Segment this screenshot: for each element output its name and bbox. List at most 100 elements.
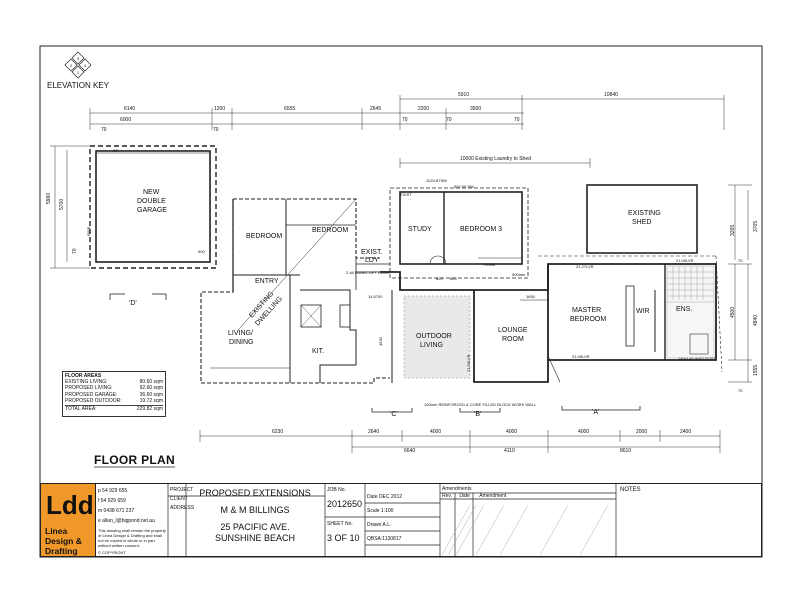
dim-4500: 4500	[730, 307, 736, 318]
living-dining-label-1: LIVING/	[228, 330, 253, 337]
elev-marker-a: 'A'	[592, 409, 599, 416]
master-bedroom-label-2: BEDROOM	[570, 316, 606, 323]
dim-4000-a: 4000	[430, 429, 441, 435]
dim-4000-b: 4000	[506, 429, 517, 435]
dim-4000-c: 4000	[578, 429, 589, 435]
dim-laundry-to-shed: 10000 Existing Laundry to Shed	[460, 156, 531, 162]
amendment-col: Amendment	[479, 493, 507, 499]
dim-2000: 2000	[636, 429, 647, 435]
contact-details: p 54 929 655 f 54 929 659 m 0438 671 237…	[98, 486, 168, 555]
copyright-note: This drawing shall remain the property o…	[98, 528, 166, 548]
title-block-labels: PROJECT CLIENT ADDRESS	[170, 486, 194, 513]
study-label: STUDY	[408, 226, 432, 233]
existing-dwelling-walls	[200, 198, 400, 384]
dim-4840: 4840	[753, 315, 759, 326]
dim-2640: 2640	[368, 429, 379, 435]
shed-label-2: SHED	[632, 219, 651, 226]
dim-2645: 2645	[370, 106, 381, 112]
entry-label: ENTRY	[255, 278, 279, 285]
master-bedroom-label-1: MASTER	[572, 307, 601, 314]
right-dimension-lines	[728, 184, 752, 383]
dim-1650: 1650	[526, 294, 536, 299]
date-col: Date	[459, 493, 470, 499]
sheet-label: SHEET No.	[327, 521, 353, 527]
lp-note: 900mm	[512, 272, 526, 277]
amendments-hatch	[441, 504, 609, 556]
dim-8610: 8610	[620, 448, 631, 454]
existing-shed-outline	[586, 184, 698, 254]
lounge-room-label-1: LOUNGE	[498, 327, 528, 334]
dim-820-b: 820	[450, 276, 457, 281]
lvr-ens-bottom: 140x140 HWD POST	[678, 356, 717, 361]
ens-label: ENS.	[676, 306, 692, 313]
area-row: EXISTING LIVING:80.60 sqm	[65, 379, 163, 386]
job-label: JOB No.	[327, 487, 346, 493]
dim-2200: 2200	[418, 106, 429, 112]
garage-label-3: GARAGE	[137, 207, 167, 214]
garage-label-2: DOUBLE	[137, 198, 166, 205]
elev-marker-d: 'D'	[129, 300, 137, 307]
bedroom-left-label: BEDROOM	[246, 233, 282, 240]
outdoor-living-label-2: LIVING	[420, 342, 443, 349]
shed-label-1: EXISTING	[628, 210, 661, 217]
dim-70-c: 70	[402, 117, 408, 123]
ensuite-tiles	[666, 265, 715, 359]
hwd-post-note: 100mm REINFORCED & CORE FILLED BLOCK WOR…	[424, 402, 537, 407]
garage-wall-note: DP	[113, 148, 119, 153]
extension-walls	[380, 255, 723, 383]
dim-6140: 6140	[124, 106, 135, 112]
dim-70-a: 70	[101, 127, 107, 133]
bedroom3-label: BEDROOM 3	[460, 226, 502, 233]
copyright: © COPYRIGHT	[98, 550, 126, 555]
elevation-marker-lines	[109, 293, 641, 413]
fax: f 54 929 659	[98, 498, 126, 504]
garage-label-1: NEW	[143, 189, 160, 196]
elev-key-num-4: 4	[84, 63, 87, 68]
new-grd-note: 2.48 PANEL LIFT DOOR	[346, 270, 390, 275]
dp-note: EXIST	[400, 192, 412, 197]
area-row: PROPOSED OUTDOOR:19.72 sqm	[65, 397, 163, 404]
elev-key-num-1: 1	[77, 70, 80, 75]
rev-col: Rev.	[442, 493, 452, 499]
dim-1555: 1555	[753, 365, 759, 376]
address-line-1: 25 PACIFIC AVE.	[220, 522, 290, 532]
dim-6000: 6000	[120, 117, 131, 123]
dim-1200: 1200	[214, 106, 225, 112]
lvr-outdoor: 21.59LVR	[466, 354, 471, 372]
address-line-2: SUNSHINE BEACH	[214, 533, 295, 543]
amendments-header: Amendments Rev. Date Amendment	[442, 486, 506, 499]
wir-label: WIR	[636, 308, 650, 315]
dim-70-e: 70	[514, 117, 520, 123]
dim-5700: 5700	[59, 199, 65, 210]
lvr-ens-top: 21.05LVR	[676, 258, 694, 263]
area-total-row: TOTAL AREA:229.82 sqm	[65, 405, 163, 413]
dim-820-a: 820	[436, 276, 443, 281]
bottom-dimension-lines	[199, 430, 721, 453]
logo-mark: Ldd	[46, 490, 94, 520]
scale: Scale 1:100	[367, 508, 394, 514]
title-block-grid	[167, 483, 617, 557]
sheet-border	[39, 45, 763, 558]
elevation-key-label: ELEVATION KEY	[47, 81, 109, 90]
area-row: PROPOSED GARAGE:36.60 sqm	[65, 391, 163, 398]
client-label: CLIENT	[170, 496, 188, 502]
mobile: m 0438 671 237	[98, 508, 135, 514]
amendments-title: Amendments	[442, 486, 472, 492]
dim-70-b: 70	[213, 127, 219, 133]
address-label: ADDRESS	[170, 505, 195, 511]
dim-4110: 4110	[504, 448, 515, 454]
dim-10840: 10840	[604, 92, 618, 98]
dim-6640: 6640	[404, 448, 415, 454]
dim-2400: 2400	[680, 429, 691, 435]
sw-master-bottom: 21.05LVR	[572, 354, 590, 359]
dim-3265: 3265	[730, 225, 736, 236]
notes-label: NOTES	[620, 487, 641, 493]
qbsa: QBSA:1130817	[367, 536, 402, 542]
living-dining-label-2: DINING	[229, 339, 254, 346]
exist-ldy-label-2: LDY	[365, 257, 379, 264]
robe-label: ROBE	[484, 262, 496, 267]
panel-lift-door-note: RISE	[86, 226, 91, 236]
floor-areas-heading: FLOOR AREAS	[65, 373, 102, 379]
